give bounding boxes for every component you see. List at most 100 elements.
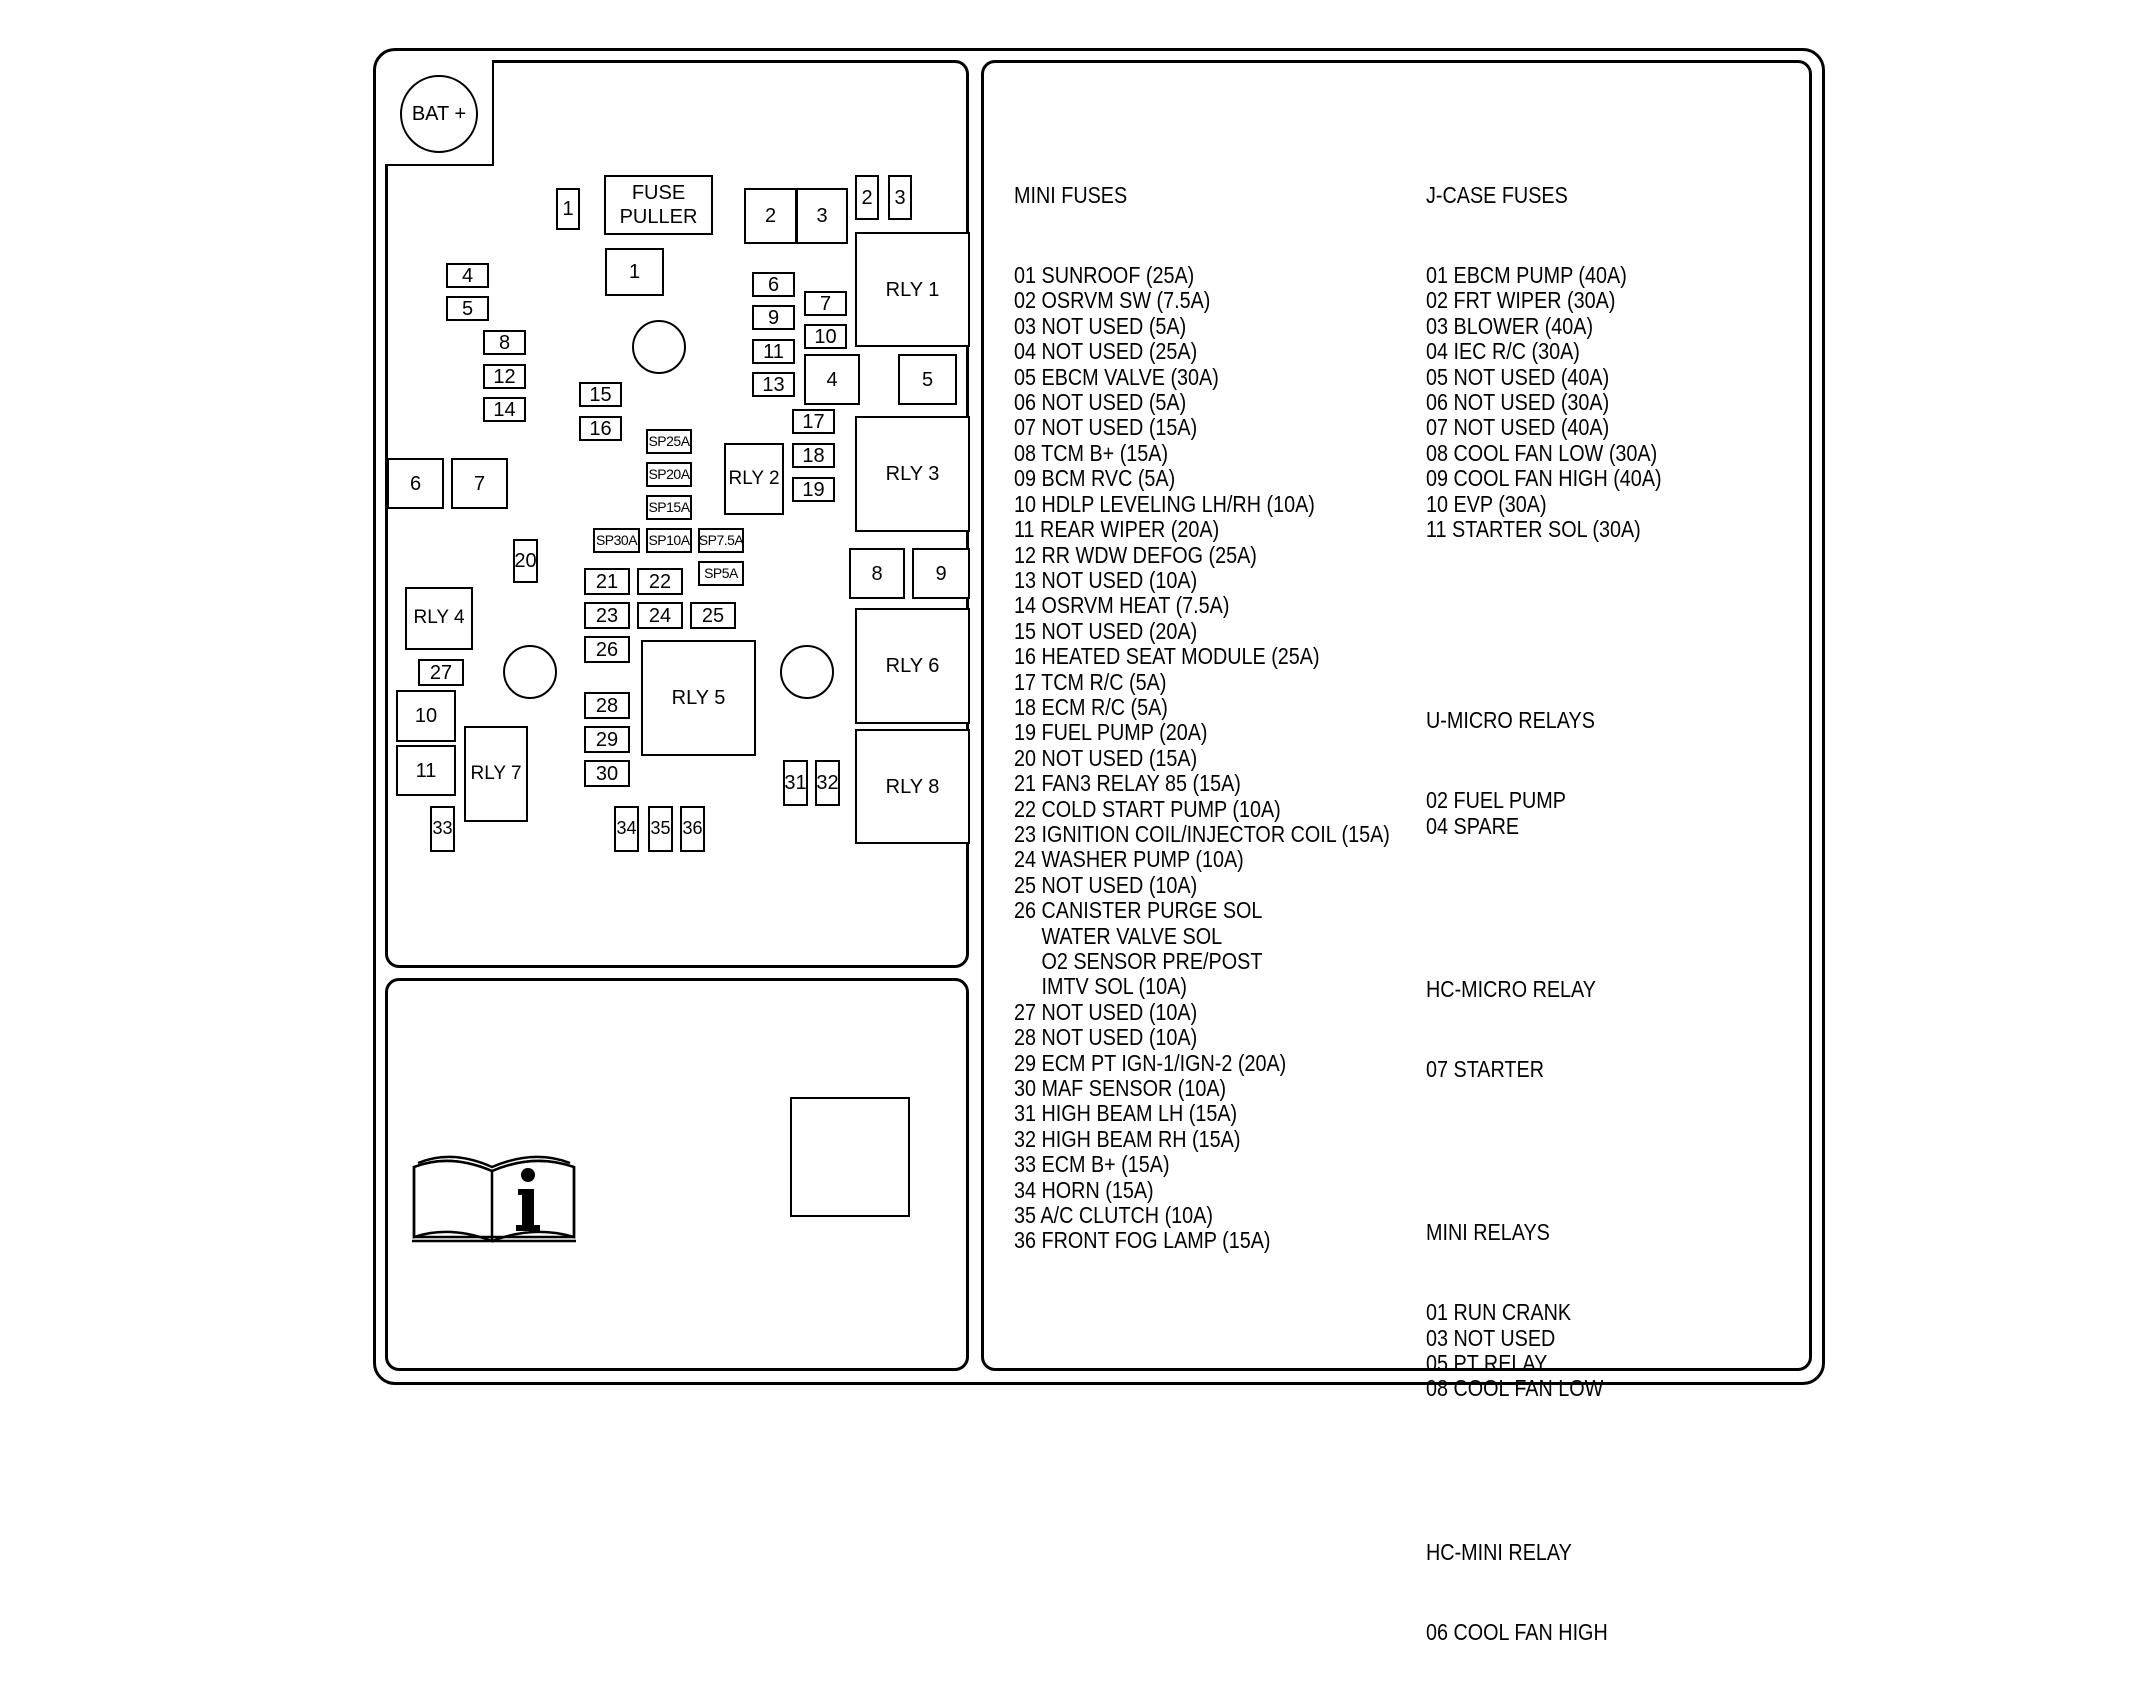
mounting-hole (780, 645, 834, 699)
legend-mini-fuses: MINI FUSES 01 SUNROOF (25A)02 OSRVM SW (… (1014, 132, 1390, 1305)
legend-entry: 06 NOT USED (5A) (1014, 389, 1187, 416)
mini-fuse-25: 25 (690, 602, 736, 629)
mini-fuse-19: 19 (792, 477, 835, 502)
legend-heading-mini-relays: MINI RELAYS (1426, 1219, 1550, 1246)
mini-fuse-8: 8 (483, 330, 526, 355)
legend-entry: 15 NOT USED (20A) (1014, 617, 1198, 644)
relay-8: RLY 8 (855, 729, 970, 844)
legend-heading-jcase-fuses: J-CASE FUSES (1426, 181, 1568, 208)
mounting-hole (503, 645, 557, 699)
jcase-fuse-2: 2 (744, 188, 797, 244)
legend-entry: 11 STARTER SOL (30A) (1426, 516, 1641, 543)
legend-relays-and-jcase: J-CASE FUSES 01 EBCM PUMP (40A)02 FRT WI… (1426, 132, 1662, 1696)
mini-fuse-4: 4 (446, 263, 489, 288)
relay-5: RLY 5 (641, 640, 756, 756)
mini-fuse-29: 29 (584, 726, 630, 753)
legend-heading-hc-micro-relay: HC-MICRO RELAY (1426, 975, 1596, 1002)
legend-entry: 36 FRONT FOG LAMP (15A) (1014, 1227, 1271, 1254)
legend-entry: 08 COOL FAN LOW (30A) (1426, 439, 1658, 466)
legend-entry: 33 ECM B+ (15A) (1014, 1151, 1170, 1178)
legend-entry: 20 NOT USED (15A) (1014, 744, 1198, 771)
mini-fuse-list: 01 SUNROOF (25A)02 OSRVM SW (7.5A)03 NOT… (1014, 262, 1390, 1254)
legend-entry: 34 HORN (15A) (1014, 1176, 1154, 1203)
spare-fuse-10a: SP10A (646, 528, 692, 553)
mini-fuse-16: 16 (579, 416, 622, 441)
jcase-fuse-10: 10 (396, 690, 456, 742)
legend-entry: 07 NOT USED (15A) (1014, 414, 1198, 441)
mini-fuse-26: 26 (584, 636, 630, 663)
legend-entry: 06 NOT USED (30A) (1426, 389, 1610, 416)
relay-4: RLY 4 (405, 587, 473, 650)
fuse-puller: FUSE PULLER (604, 175, 713, 235)
spare-fuse-30a: SP30A (593, 528, 640, 553)
legend-entry: 16 HEATED SEAT MODULE (25A) (1014, 643, 1320, 670)
legend-entry: 04 SPARE (1426, 812, 1520, 839)
legend-entry: 03 NOT USED (5A) (1014, 312, 1187, 339)
mini-fuse-17: 17 (792, 409, 835, 434)
mini-fuse-23: 23 (584, 602, 630, 629)
jcase-fuse-7: 7 (451, 458, 508, 509)
legend-panel (981, 60, 1812, 1371)
jcase-fuse-4: 4 (804, 354, 860, 405)
mini-fuse-9: 9 (752, 305, 795, 330)
mini-fuse-14: 14 (483, 397, 526, 422)
legend-entry: 10 HDLP LEVELING LH/RH (10A) (1014, 490, 1315, 517)
legend-entry: 22 COLD START PUMP (10A) (1014, 795, 1281, 822)
legend-entry: 24 WASHER PUMP (10A) (1014, 846, 1244, 873)
mini-fuse-34: 34 (614, 806, 639, 852)
spare-fuse-7-5a: SP7.5A (698, 528, 744, 553)
legend-entry: 13 NOT USED (10A) (1014, 566, 1198, 593)
legend-entry: 14 OSRVM HEAT (7.5A) (1014, 592, 1230, 619)
legend-entry: 28 NOT USED (10A) (1014, 1024, 1198, 1051)
legend-entry: 08 COOL FAN LOW (1426, 1375, 1604, 1402)
jcase-fuse-9: 9 (912, 548, 970, 599)
mini-fuse-15: 15 (579, 382, 622, 407)
jcase-fuse-8: 8 (849, 548, 905, 599)
legend-heading-mini-fuses: MINI FUSES (1014, 181, 1128, 208)
legend-entry: O2 SENSOR PRE/POST (1014, 948, 1263, 974)
jcase-fuse-list: 01 EBCM PUMP (40A)02 FRT WIPER (30A)03 B… (1426, 262, 1662, 543)
legend-entry: 31 HIGH BEAM LH (15A) (1014, 1100, 1238, 1127)
mounting-hole (632, 320, 686, 374)
legend-entry: 05 EBCM VALVE (30A) (1014, 363, 1219, 390)
info-book-icon (412, 1155, 576, 1243)
legend-entry: 30 MAF SENSOR (10A) (1014, 1075, 1227, 1102)
mini-fuse-36: 36 (680, 806, 705, 852)
legend-entry: 18 ECM R/C (5A) (1014, 693, 1168, 720)
legend-entry: 26 CANISTER PURGE SOL (1014, 897, 1263, 924)
legend-entry: 10 EVP (30A) (1426, 490, 1547, 517)
legend-entry: 02 FUEL PUMP (1426, 787, 1566, 814)
legend-entry: 35 A/C CLUTCH (10A) (1014, 1202, 1213, 1229)
mini-fuse-31: 31 (783, 760, 808, 806)
legend-entry: 17 TCM R/C (5A) (1014, 668, 1167, 695)
hc-mini-relay-list: 06 COOL FAN HIGH (1426, 1619, 1662, 1645)
relay-7: RLY 7 (464, 726, 528, 822)
mini-fuse-10: 10 (804, 324, 847, 349)
mini-fuse-24: 24 (637, 602, 683, 629)
mini-fuse-5: 5 (446, 296, 489, 321)
mini-fuse-28: 28 (584, 692, 630, 719)
legend-entry: 09 BCM RVC (5A) (1014, 465, 1176, 492)
mini-fuse-27: 27 (418, 659, 464, 686)
mini-fuse-1-top: 1 (556, 188, 580, 230)
legend-entry: 12 RR WDW DEFOG (25A) (1014, 541, 1257, 568)
legend-entry: IMTV SOL (10A) (1014, 973, 1187, 1000)
mini-fuse-2: 2 (855, 175, 879, 220)
mini-fuse-12: 12 (483, 364, 526, 389)
legend-entry: 01 RUN CRANK (1426, 1299, 1572, 1326)
mini-fuse-20: 20 (513, 539, 538, 583)
mini-fuse-6: 6 (752, 272, 795, 297)
jcase-fuse-11: 11 (396, 745, 456, 796)
legend-entry: 25 NOT USED (10A) (1014, 871, 1198, 898)
legend-entry: 04 NOT USED (25A) (1014, 338, 1198, 365)
fuse-block-diagram: BAT + FUSE PULLER 1 1 2 3 2 3 4 5 8 12 1… (373, 48, 1825, 1645)
legend-entry: 04 IEC R/C (30A) (1426, 338, 1580, 365)
jcase-fuse-6: 6 (387, 458, 444, 509)
legend-entry: 01 EBCM PUMP (40A) (1426, 262, 1627, 289)
legend-heading-u-micro-relays: U-MICRO RELAYS (1426, 707, 1595, 734)
mini-fuse-33: 33 (430, 806, 455, 852)
legend-entry: 03 NOT USED (1426, 1324, 1556, 1351)
mini-fuse-30: 30 (584, 760, 630, 787)
